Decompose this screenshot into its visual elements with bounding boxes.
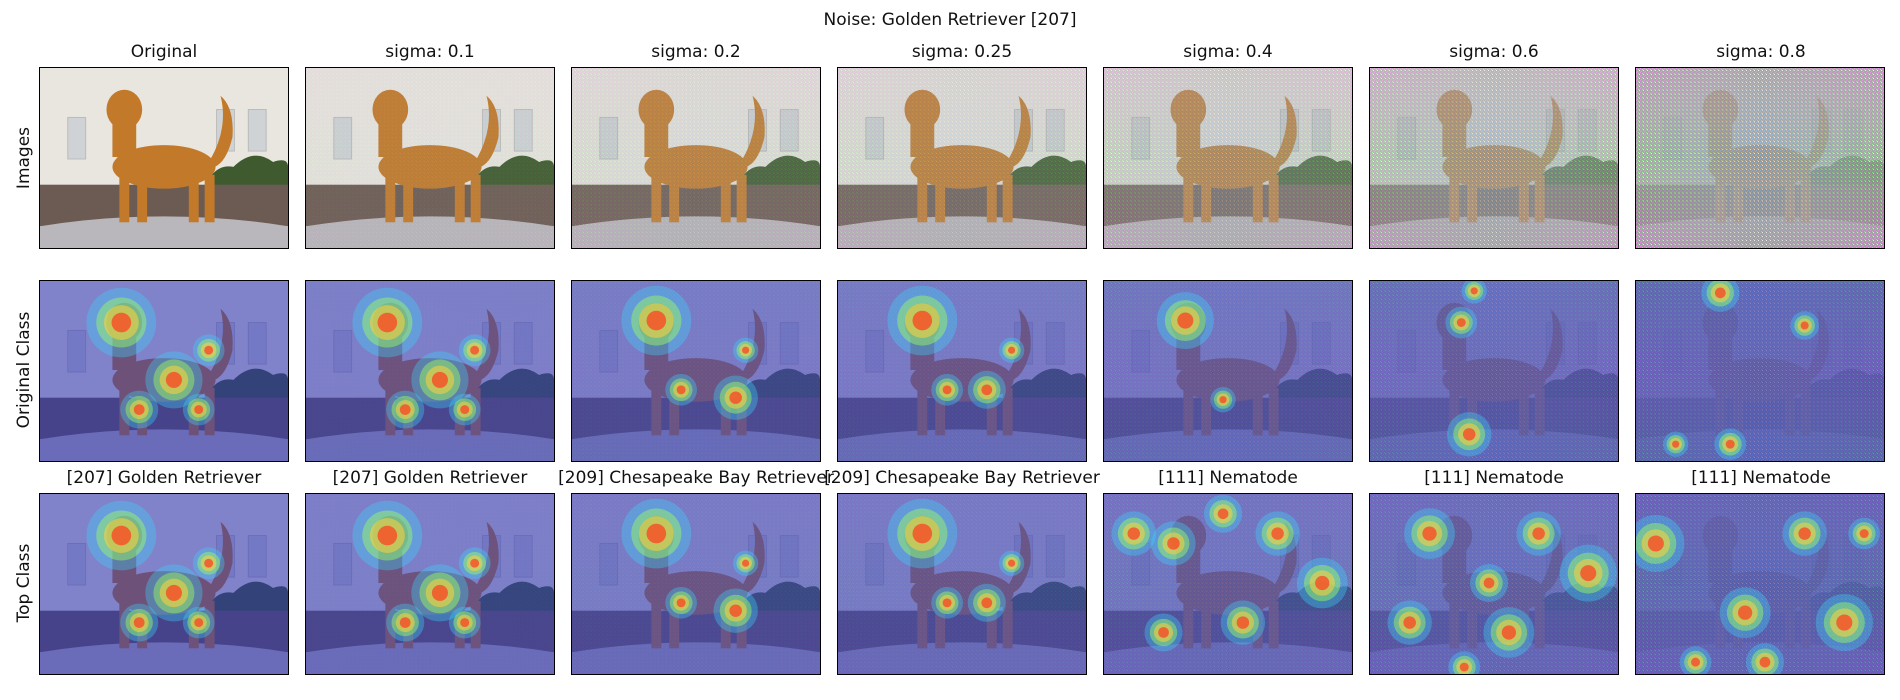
panel-image-r3-c7	[1636, 494, 1884, 674]
panel-image-r1-c2	[306, 68, 554, 248]
panel-r3-c4-cam-top	[837, 493, 1087, 675]
panel-image-r3-c2	[306, 494, 554, 674]
column-title-sigma-0.8: sigma: 0.8	[1716, 42, 1806, 62]
row-label-original-class: Original Class	[14, 311, 34, 429]
row-label-top-class: Top Class	[14, 543, 34, 623]
panel-r1-c3-image	[571, 67, 821, 249]
column-title-sigma-0.25: sigma: 0.25	[911, 42, 1013, 62]
panel-r3-c1-cam-top	[39, 493, 289, 675]
figure-title: Noise: Golden Retriever [207]	[823, 10, 1077, 30]
panel-r2-c7-cam-orig	[1635, 280, 1885, 462]
panel-r3-c7-cam-top	[1635, 493, 1885, 675]
panel-image-r1-c7	[1636, 68, 1884, 248]
panel-r2-c2-cam-orig	[305, 280, 555, 462]
panel-r2-c1-cam-orig	[39, 280, 289, 462]
panel-image-r1-c4	[838, 68, 1086, 248]
panel-r1-c7-image	[1635, 67, 1885, 249]
column-title-sigma-0.2: sigma: 0.2	[651, 42, 741, 62]
panel-image-r1-c3	[572, 68, 820, 248]
panel-image-r2-c5	[1104, 281, 1352, 461]
panel-image-r2-c7	[1636, 281, 1884, 461]
panel-r3-c6-cam-top	[1369, 493, 1619, 675]
top-class-title-2: [207] Golden Retriever	[332, 468, 528, 488]
panel-r1-c4-image	[837, 67, 1087, 249]
panel-image-r3-c6	[1370, 494, 1618, 674]
column-title-original: Original	[130, 42, 198, 62]
top-class-title-3: [209] Chesapeake Bay Retriever	[558, 468, 834, 488]
panel-r2-c3-cam-orig	[571, 280, 821, 462]
panel-image-r3-c5	[1104, 494, 1352, 674]
top-class-title-1: [207] Golden Retriever	[66, 468, 262, 488]
top-class-title-7: [111] Nematode	[1691, 468, 1831, 488]
panel-r2-c4-cam-orig	[837, 280, 1087, 462]
panel-grid: Original sigma: 0.1 sigma: 0.2 sigma: 0.…	[0, 40, 1900, 680]
panel-r3-c2-cam-top	[305, 493, 555, 675]
panel-image-r3-c4	[838, 494, 1086, 674]
panel-r3-c3-cam-top	[571, 493, 821, 675]
panel-r1-c6-image	[1369, 67, 1619, 249]
top-class-title-5: [111] Nematode	[1158, 468, 1298, 488]
panel-r2-c6-cam-orig	[1369, 280, 1619, 462]
panel-image-r2-c6	[1370, 281, 1618, 461]
top-class-title-6: [111] Nematode	[1424, 468, 1564, 488]
panel-image-r1-c1	[40, 68, 288, 248]
panel-r3-c5-cam-top	[1103, 493, 1353, 675]
row-label-images: Images	[14, 126, 34, 190]
panel-image-r1-c6	[1370, 68, 1618, 248]
panel-image-r3-c1	[40, 494, 288, 674]
panel-r1-c5-image	[1103, 67, 1353, 249]
top-class-title-4: [209] Chesapeake Bay Retriever	[824, 468, 1100, 488]
column-title-sigma-0.6: sigma: 0.6	[1449, 42, 1539, 62]
column-title-sigma-0.4: sigma: 0.4	[1183, 42, 1273, 62]
panel-image-r2-c2	[306, 281, 554, 461]
panel-image-r2-c1	[40, 281, 288, 461]
panel-image-r2-c3	[572, 281, 820, 461]
panel-image-r1-c5	[1104, 68, 1352, 248]
panel-r1-c1-image	[39, 67, 289, 249]
panel-image-r2-c4	[838, 281, 1086, 461]
panel-image-r3-c3	[572, 494, 820, 674]
panel-r2-c5-cam-orig	[1103, 280, 1353, 462]
panel-r1-c2-image	[305, 67, 555, 249]
column-title-sigma-0.1: sigma: 0.1	[385, 42, 475, 62]
